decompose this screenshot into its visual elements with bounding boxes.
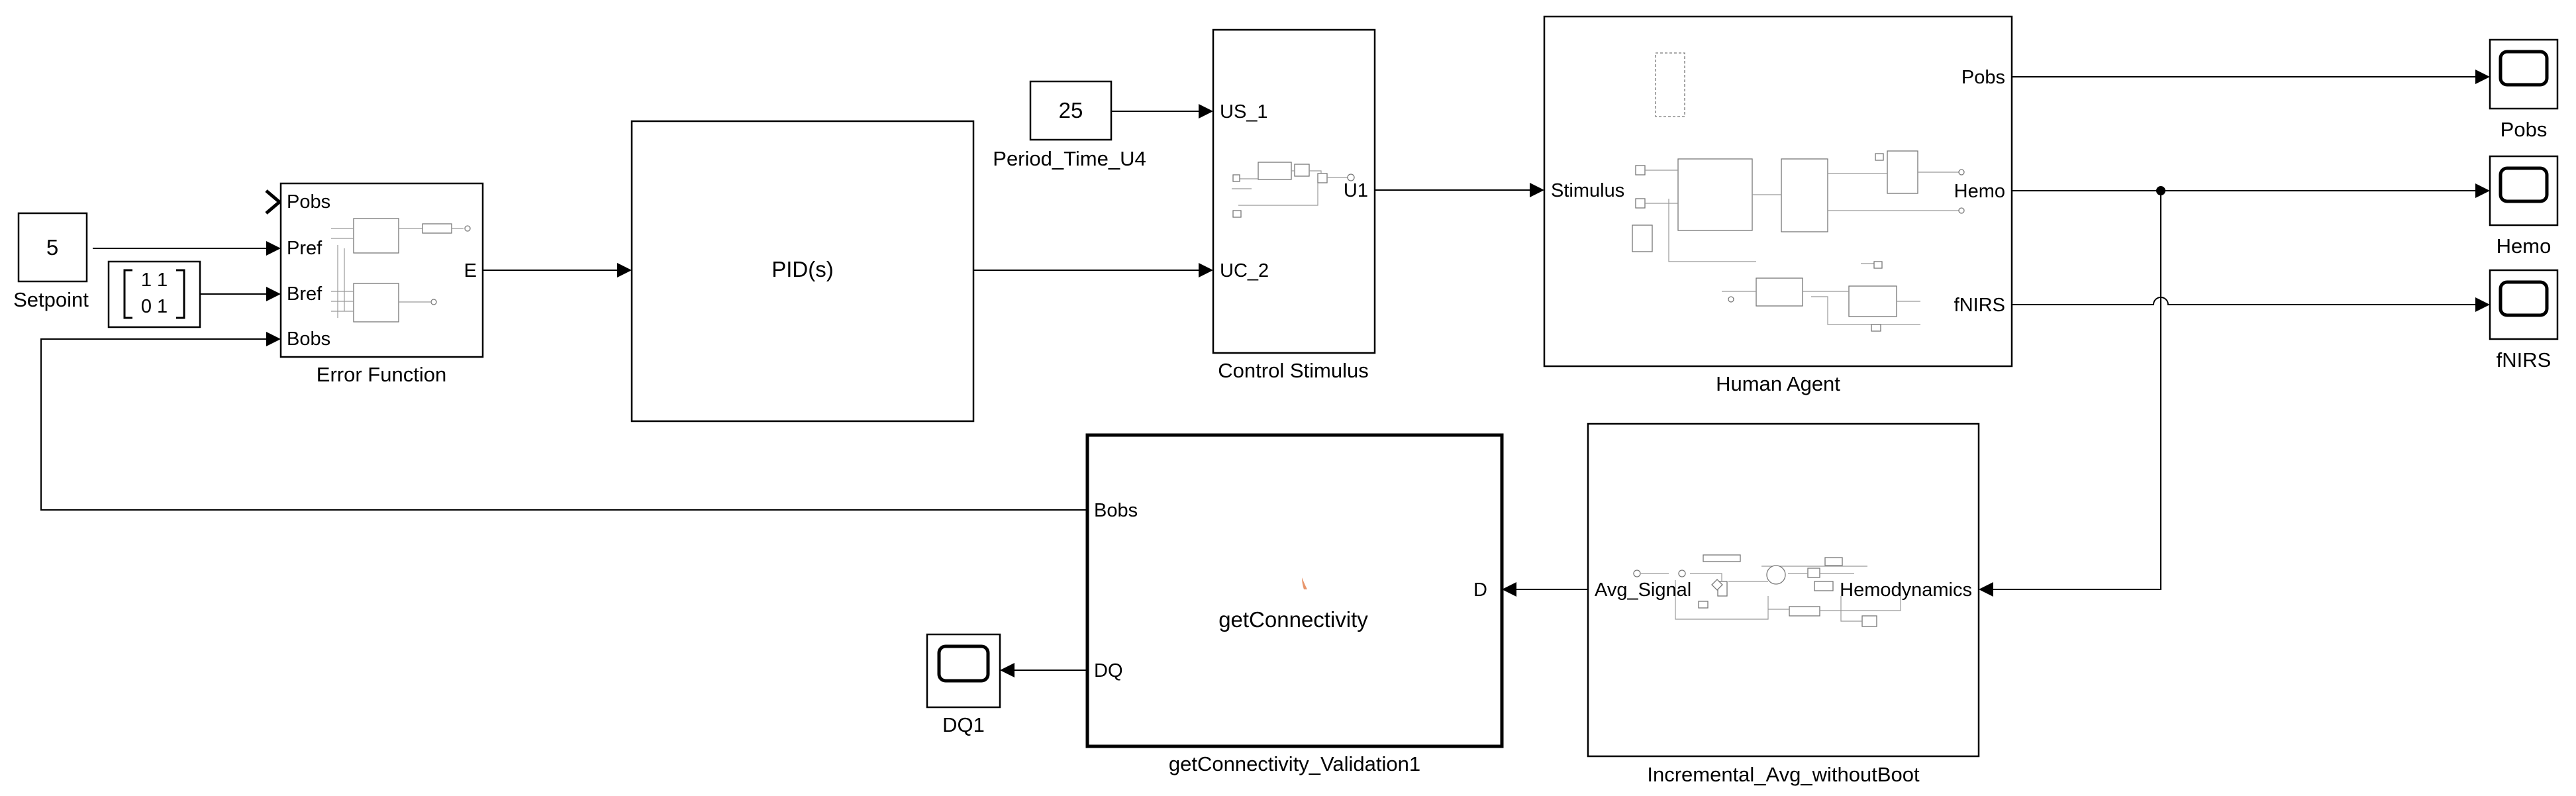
scope-fnirs-name: fNIRS: [2497, 348, 2551, 372]
scope-pobs-name: Pobs: [2501, 118, 2548, 141]
arrowhead: [266, 241, 281, 256]
incremental-avg-name: Incremental_Avg_withoutBoot: [1647, 763, 1920, 786]
port-pobs: Pobs: [287, 191, 330, 213]
setpoint-value: 5: [46, 235, 58, 260]
port-uc2: UC_2: [1220, 260, 1269, 281]
wire-feedback-bobs[interactable]: [40, 338, 1087, 511]
scope-fnirs[interactable]: fNIRS: [2489, 269, 2559, 372]
human-agent-name: Human Agent: [1716, 372, 1840, 395]
get-connectivity-label: getConnectivity: [1218, 607, 1368, 632]
scope-dq1-name: DQ1: [942, 713, 985, 736]
arrowhead: [266, 287, 281, 301]
signal-lines: [40, 70, 2490, 677]
arrowhead: [1530, 183, 1544, 197]
scope-hemo[interactable]: Hemo: [2489, 155, 2559, 258]
port-avg-signal: Avg_Signal: [1595, 579, 1691, 601]
human-agent-internals: [1632, 52, 1965, 332]
port-stimulus: Stimulus: [1551, 180, 1624, 201]
setpoint-name: Setpoint: [13, 288, 89, 311]
arrowhead: [617, 263, 632, 277]
pid-controller-block[interactable]: PID(s): [630, 120, 975, 423]
arrowhead: [2475, 297, 2490, 312]
scope-pobs[interactable]: Pobs: [2489, 38, 2559, 141]
error-function-name: Error Function: [317, 363, 446, 386]
scope-icon: [2499, 280, 2549, 317]
port-fnirs-out: fNIRS: [1954, 295, 2005, 316]
control-stimulus-name: Control Stimulus: [1218, 359, 1368, 382]
matrix-row-2: 0 1: [141, 296, 168, 317]
port-e: E: [464, 260, 477, 281]
arrowhead: [1199, 263, 1213, 277]
matrix-constant-block[interactable]: 1 1 0 1: [107, 260, 201, 328]
port-pref: Pref: [287, 238, 322, 259]
port-hemodynamics: Hemodynamics: [1840, 579, 1972, 601]
pid-label: PID(s): [771, 257, 834, 281]
arrowhead: [2475, 183, 2490, 198]
scope-hemo-name: Hemo: [2497, 234, 2551, 258]
control-stimulus-internals: [1232, 162, 1355, 218]
port-bobs-in: Bobs: [1094, 500, 1138, 521]
control-stimulus-block[interactable]: US_1 UC_2 U1 Control Stimulus: [1212, 28, 1376, 382]
get-connectivity-name: getConnectivity_Validation1: [1169, 752, 1420, 775]
matrix-bracket-right: [176, 269, 185, 319]
arrowhead: [1979, 582, 1993, 597]
human-agent-block[interactable]: Stimulus Pobs Hemo fNIRS Human Agent: [1543, 15, 2013, 395]
pobs-input-chevron: [265, 189, 282, 215]
incremental-avg-block[interactable]: Avg_Signal Hemodynamics Incremental_Avg_…: [1587, 423, 1980, 786]
scope-dq1[interactable]: DQ1: [926, 633, 1001, 736]
arrowhead: [2475, 70, 2490, 84]
incremental-avg-internals: [1633, 554, 1901, 627]
port-pobs-out: Pobs: [1961, 67, 2005, 88]
port-bref: Bref: [287, 283, 322, 305]
marker-icon: [1302, 577, 1307, 589]
arrowhead: [1502, 582, 1516, 597]
period-time-block[interactable]: 25 Period_Time_U4: [993, 80, 1146, 170]
wire-fnirs-scope[interactable]: [2012, 297, 2475, 305]
arrowhead: [266, 332, 281, 346]
port-us1: US_1: [1220, 101, 1268, 123]
arrowhead: [1199, 104, 1213, 119]
error-function-internals: [331, 218, 471, 323]
period-time-name: Period_Time_U4: [993, 147, 1146, 170]
wire-hemo-branch[interactable]: [1993, 191, 2161, 590]
setpoint-block[interactable]: 5 Setpoint: [13, 212, 89, 311]
port-dq: DQ: [1094, 660, 1123, 681]
error-function-block[interactable]: Pobs Pref Bref Bobs E Error Function: [279, 182, 484, 386]
scope-icon: [2499, 166, 2549, 203]
matrix-bracket-left: [123, 269, 132, 319]
arrowhead: [1000, 663, 1015, 677]
port-u1: U1: [1344, 180, 1368, 201]
port-hemo-out: Hemo: [1954, 181, 2005, 202]
port-d: D: [1473, 579, 1487, 601]
port-bobs: Bobs: [287, 328, 330, 350]
scope-icon: [937, 644, 990, 683]
period-time-value: 25: [1059, 98, 1083, 123]
matrix-row-1: 1 1: [141, 270, 168, 291]
scope-icon: [2499, 50, 2549, 87]
get-connectivity-block[interactable]: getConnectivity Bobs DQ D getConnectivit…: [1085, 433, 1504, 775]
